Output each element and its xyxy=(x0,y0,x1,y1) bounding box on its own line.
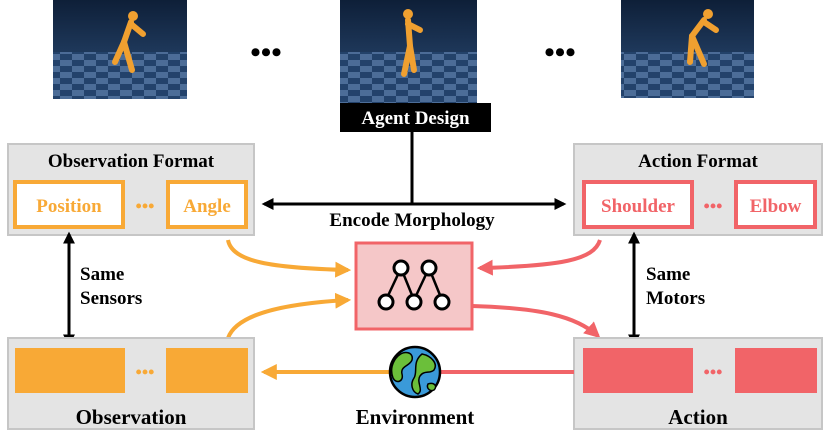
act-format-to-policy-arrow xyxy=(476,239,602,276)
svg-text:Same: Same xyxy=(646,264,690,285)
svg-text:Position: Position xyxy=(36,196,102,217)
svg-text:Agent Design: Agent Design xyxy=(361,108,470,129)
policy-network-box xyxy=(354,241,474,331)
render-frame-left xyxy=(53,0,187,99)
svg-text:Elbow: Elbow xyxy=(750,196,802,217)
svg-text:Action Format: Action Format xyxy=(638,151,758,172)
svg-text:Motors: Motors xyxy=(646,288,705,309)
render-frame-right xyxy=(621,0,754,98)
observation-format-panel: Observation Format Position ••• Angle xyxy=(7,143,255,236)
observation-block-2 xyxy=(166,348,248,393)
obs-to-policy-arrow xyxy=(226,292,352,339)
position-sensor-box xyxy=(13,180,125,229)
humanoid-render xyxy=(112,11,146,73)
encode-morphology-arrows: Encode Morphology xyxy=(261,132,567,231)
agent-design-label: Agent Design xyxy=(340,103,491,132)
angle-sensor-box xyxy=(166,180,248,229)
same-motors-link: Same Motors xyxy=(628,231,705,347)
observation-title: Observation xyxy=(76,405,187,429)
environment-loop: Environment xyxy=(260,345,574,429)
action-title: Action xyxy=(668,405,728,429)
observation-block-1 xyxy=(15,348,125,393)
observation-ellipsis: ••• xyxy=(136,362,155,382)
elbow-motor-box xyxy=(734,180,817,229)
action-block-1 xyxy=(583,348,693,393)
svg-text:Shoulder: Shoulder xyxy=(601,196,675,217)
svg-text:Observation Format: Observation Format xyxy=(48,151,215,172)
environment-label: Environment xyxy=(356,405,475,429)
action-ellipsis: ••• xyxy=(704,362,723,382)
motor-ellipsis: ••• xyxy=(704,196,723,216)
humanoid-render xyxy=(687,9,719,67)
ellipsis-right: ••• xyxy=(544,36,576,69)
svg-text:Same: Same xyxy=(80,264,124,285)
humanoid-render xyxy=(401,9,423,77)
svg-text:Sensors: Sensors xyxy=(80,288,142,309)
action-panel: ••• Action xyxy=(573,337,823,430)
shoulder-motor-box xyxy=(582,180,694,229)
same-sensors-link: Same Sensors xyxy=(63,231,142,347)
neural-network-icon xyxy=(377,259,451,311)
action-format-panel: Action Format Shoulder ••• Elbow xyxy=(573,143,823,236)
obs-format-to-policy-arrow xyxy=(226,239,352,278)
sensor-ellipsis: ••• xyxy=(136,196,155,216)
ellipsis-left: ••• xyxy=(250,36,282,69)
encode-morphology-label: Encode Morphology xyxy=(329,210,495,231)
action-block-2 xyxy=(735,348,817,393)
svg-text:Angle: Angle xyxy=(183,196,231,217)
globe-icon xyxy=(388,345,442,399)
policy-to-action-arrow xyxy=(471,304,601,339)
render-frame-center xyxy=(340,0,477,103)
observation-panel: ••• Observation xyxy=(7,337,255,430)
